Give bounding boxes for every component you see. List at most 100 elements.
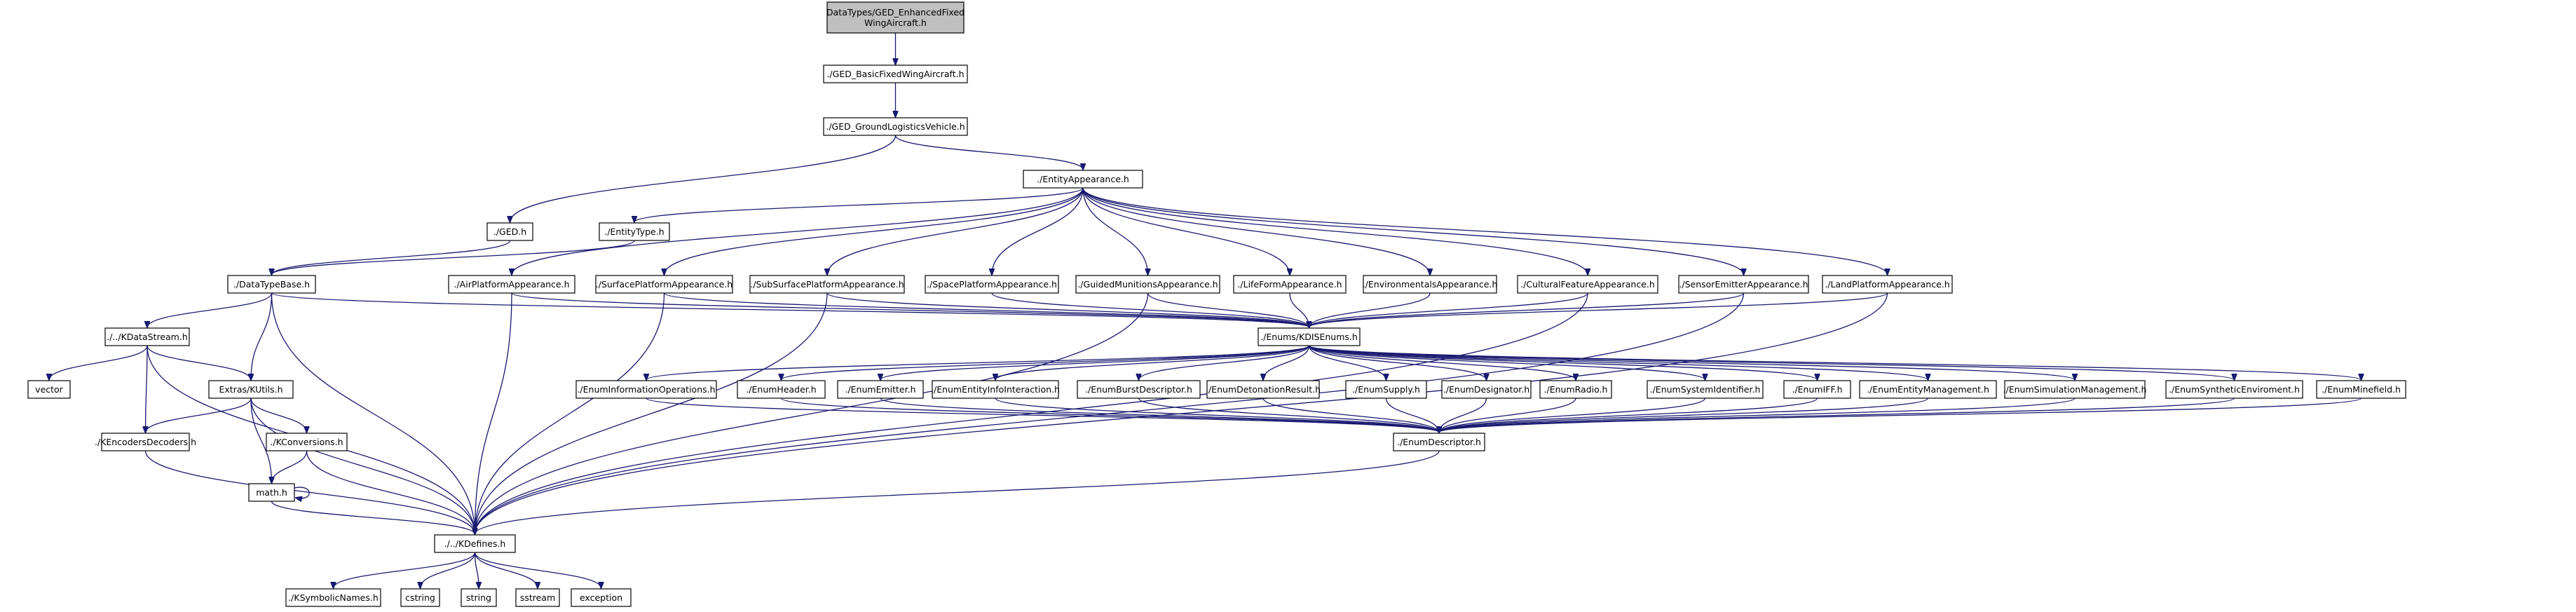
edge-kdisenums-to-supply [1308,345,1386,380]
node-entinfo[interactable]: ./EnumEntityInfoInteraction.h [931,380,1060,399]
edge-entityapp-to-land [1082,187,1888,275]
node-label: ./GED.h [493,226,526,237]
node-entityapp[interactable]: ./EntityAppearance.h [1023,170,1143,189]
node-label: ./../KDefines.h [444,538,506,549]
node-kutils[interactable]: Extras/KUtils.h [208,380,294,399]
node-label: Extras/KUtils.h [219,384,283,395]
edge-entityapp-to-sensor [1082,187,1744,275]
node-box [749,275,905,294]
node-datatypebase[interactable]: ./DataTypeBase.h [227,275,316,294]
node-entitytype[interactable]: ./EntityType.h [599,222,670,241]
node-enumdesc[interactable]: ./EnumDescriptor.h [1393,433,1485,451]
node-sysid[interactable]: ./EnumSystemIdentifier.h [1647,380,1764,399]
edge-guided-to-kdefines [475,292,1149,534]
node-lifeform[interactable]: ./LifeFormAppearance.h [1233,275,1347,294]
node-radio[interactable]: ./EnumRadio.h [1539,380,1612,399]
node-label: ./LifeFormAppearance.h [1237,279,1342,290]
header-file-nodes: DataTypes/GED_EnhancedFixedWingAircraft.… [27,1,2406,607]
node-iff[interactable]: ./EnumIFF.h [1783,380,1851,399]
node-label: ./EnumSimulationManagement.h [2003,384,2147,395]
edge-guided-to-kdisenums [1147,292,1309,327]
node-label: ./EnumDesignator.h [1443,384,1529,395]
node-envir[interactable]: ./EnvironmentalsAppearance.h [1363,275,1498,294]
node-box [1393,433,1485,451]
node-label: ./EnumMinefield.h [2322,384,2401,395]
edge-subsurface-to-kdisenums [826,292,1309,327]
edge-kdisenums-to-emitter [880,345,1310,380]
node-subsurface[interactable]: ./SubSurfacePlatformAppearance.h [749,275,905,294]
node-box [826,1,965,34]
node-label: ./EnumSystemIdentifier.h [1650,384,1761,395]
node-box [434,534,516,553]
edge-entityapp-to-envir [1082,187,1430,275]
edge-space-to-kdisenums [991,292,1309,327]
node-air[interactable]: ./AirPlatformAppearance.h [448,275,575,294]
node-label: ./SubSurfacePlatformAppearance.h [750,279,904,290]
edge-deton-to-enumdesc [1262,397,1439,433]
node-designator[interactable]: ./EnumDesignator.h [1441,380,1532,399]
node-string: string [461,588,497,607]
edge-surface-to-kdefines [475,292,665,534]
node-groundlog[interactable]: ./GED_GroundLogisticsVehicle.h [823,117,968,136]
edge-kutils-to-kconv [250,397,307,433]
node-supply[interactable]: ./EnumSupply.h [1345,380,1427,399]
node-synth[interactable]: ./EnumSyntheticEnviroment.h [2165,380,2303,399]
node-box [1822,275,1953,294]
node-label: ./EnumEntityInfoInteraction.h [931,384,1060,395]
node-land[interactable]: ./LandPlatformAppearance.h [1822,275,1953,294]
node-label: ./EntityAppearance.h [1037,174,1129,184]
node-box [400,588,440,607]
node-box [932,380,1059,399]
node-guided[interactable]: ./GuidedMunitionsAppearance.h [1075,275,1220,294]
edge-kdefines-to-exception [474,552,601,588]
node-basicfixed[interactable]: ./GED_BasicFixedWingAircraft.h [823,64,968,83]
edge-datatypebase-to-kutils [251,292,273,380]
node-box [515,588,560,607]
edge-simmgmt-to-enumdesc [1439,397,2076,433]
edge-kconv-to-kdefines [306,450,475,534]
node-label: ./SensorEmitterAppearance.h [1679,279,1808,290]
node-box [1647,380,1764,399]
node-kdisenums[interactable]: ./Enums/KDISEnums.h [1258,327,1361,346]
node-root[interactable]: DataTypes/GED_EnhancedFixedWingAircraft.… [826,1,965,34]
node-burst[interactable]: ./EnumBurstDescriptor.h [1077,380,1201,399]
node-kdefines[interactable]: ./../KDefines.h [434,534,516,553]
node-symbolic[interactable]: ./KSymbolicNames.h [285,588,381,607]
node-surface[interactable]: ./SurfacePlatformAppearance.h [595,275,733,294]
node-ged[interactable]: ./GED.h [486,222,533,241]
edge-kdisenums-to-burst [1139,345,1310,380]
node-label: ./KSymbolicNames.h [288,592,379,603]
edge-datatypebase-to-kdisenums [271,292,1309,327]
edge-kutils-to-math [250,397,272,483]
edge-datatypebase-to-datastream [147,292,273,327]
node-header[interactable]: ./EnumHeader.h [737,380,826,399]
node-minefield[interactable]: ./EnumMinefield.h [2316,380,2406,399]
edge-kdefines-to-cstring [421,552,476,588]
node-box [837,380,924,399]
node-box [1783,380,1851,399]
node-entmgmt[interactable]: ./EnumEntityManagement.h [1859,380,1997,399]
node-encdec[interactable]: ./KEncodersDecoders.h [95,433,196,451]
node-sstream: sstream [515,588,560,607]
node-sensor[interactable]: ./SensorEmitterAppearance.h [1678,275,1809,294]
node-math[interactable]: math.h [248,483,295,502]
edge-entityapp-to-cultural [1082,187,1588,275]
node-label: ./EnumIFF.h [1792,384,1842,395]
edge-kutils-to-kdefines [250,397,475,534]
node-emitter[interactable]: ./EnumEmitter.h [837,380,924,399]
node-simmgmt[interactable]: ./EnumSimulationManagement.h [2003,380,2147,399]
node-box [823,117,968,136]
edge-enumdesc-to-kdefines [475,450,1440,534]
edge-kdefines-to-sstream [474,552,538,588]
edge-entmgmt-to-enumdesc [1439,397,1929,433]
node-box [1517,275,1658,294]
node-kconv[interactable]: ./KConversions.h [266,433,348,451]
edge-surface-to-kdisenums [663,292,1309,327]
node-deton[interactable]: ./EnumDetonationResult.h [1206,380,1321,399]
node-cultural[interactable]: ./CulturalFeatureAppearance.h [1517,275,1658,294]
node-infoops[interactable]: ./EnumInformationOperations.h [575,380,717,399]
edge-math-to-math [294,487,310,498]
node-datastream[interactable]: ./../KDataStream.h [104,327,190,346]
node-space[interactable]: ./SpacePlatformAppearance.h [925,275,1059,294]
